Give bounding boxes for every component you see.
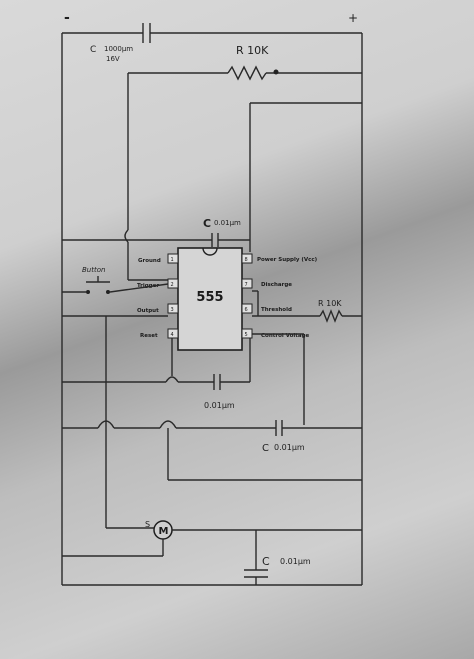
pin-2-number: 2 [171, 282, 174, 288]
chip-notch [202, 247, 218, 256]
negative-rail-label: - [64, 10, 70, 26]
pin-control-voltage-label: Control Voltage [261, 333, 310, 339]
button-label: Button [82, 266, 105, 274]
pin-4-number: 4 [171, 332, 174, 338]
chip-label: 555 [196, 290, 223, 305]
chip-pins [167, 253, 253, 339]
cap-main-voltage: 16V [106, 55, 120, 63]
positive-rail-label: + [348, 11, 358, 25]
cap-mid-name: C [262, 443, 269, 454]
pin-5-number: 5 [245, 332, 248, 338]
cap-main-name: C [90, 45, 96, 55]
button-contact-b [106, 290, 110, 294]
resistor-top-zigzag [227, 65, 267, 81]
motor-side-label: S [145, 520, 150, 529]
button-to-trigger [109, 283, 169, 293]
pin-ground-label: Ground [138, 258, 161, 264]
cap-bottom-name: C [262, 555, 270, 568]
button-contact-a [86, 290, 90, 294]
pin-3-number: 3 [171, 307, 174, 313]
pin-7-number: 7 [245, 282, 248, 288]
ground-feed-hop [124, 229, 129, 243]
cap-mid-value: 0.01µm [274, 443, 305, 452]
cap-below-label: 0.01µm [204, 401, 235, 410]
cap-top-value: 0.01µm [214, 219, 241, 227]
cap-mid-hop-b [159, 420, 177, 429]
pin-8-number: 8 [245, 257, 248, 263]
below-chip-hop [165, 376, 179, 383]
pin-trigger-label: Trigger [137, 283, 159, 289]
pin-output-label: Output [137, 308, 159, 314]
resistor-mid-zigzag [319, 309, 343, 323]
pin-6-number: 6 [245, 307, 248, 313]
cap-bottom-value: 0.01µm [280, 557, 311, 566]
pin-1-number: 1 [171, 257, 174, 263]
pin-discharge-label: Discharge [261, 282, 292, 288]
pin-reset-label: Reset [140, 333, 158, 339]
chip-555-body [177, 247, 243, 351]
cap-mid-hop-a [97, 420, 115, 429]
cap-top-name: C [203, 217, 211, 230]
pin-threshold-label: Threshold [261, 307, 292, 313]
resistor-mid-label: R 10K [318, 299, 342, 308]
resistor-top-node [273, 69, 279, 75]
cap-main-value: 1000µm [104, 45, 133, 53]
motor-label: M [159, 526, 169, 537]
pin-vcc-label: Power Supply (Vcc) [257, 257, 318, 263]
resistor-top-label: R 10K [236, 44, 269, 57]
